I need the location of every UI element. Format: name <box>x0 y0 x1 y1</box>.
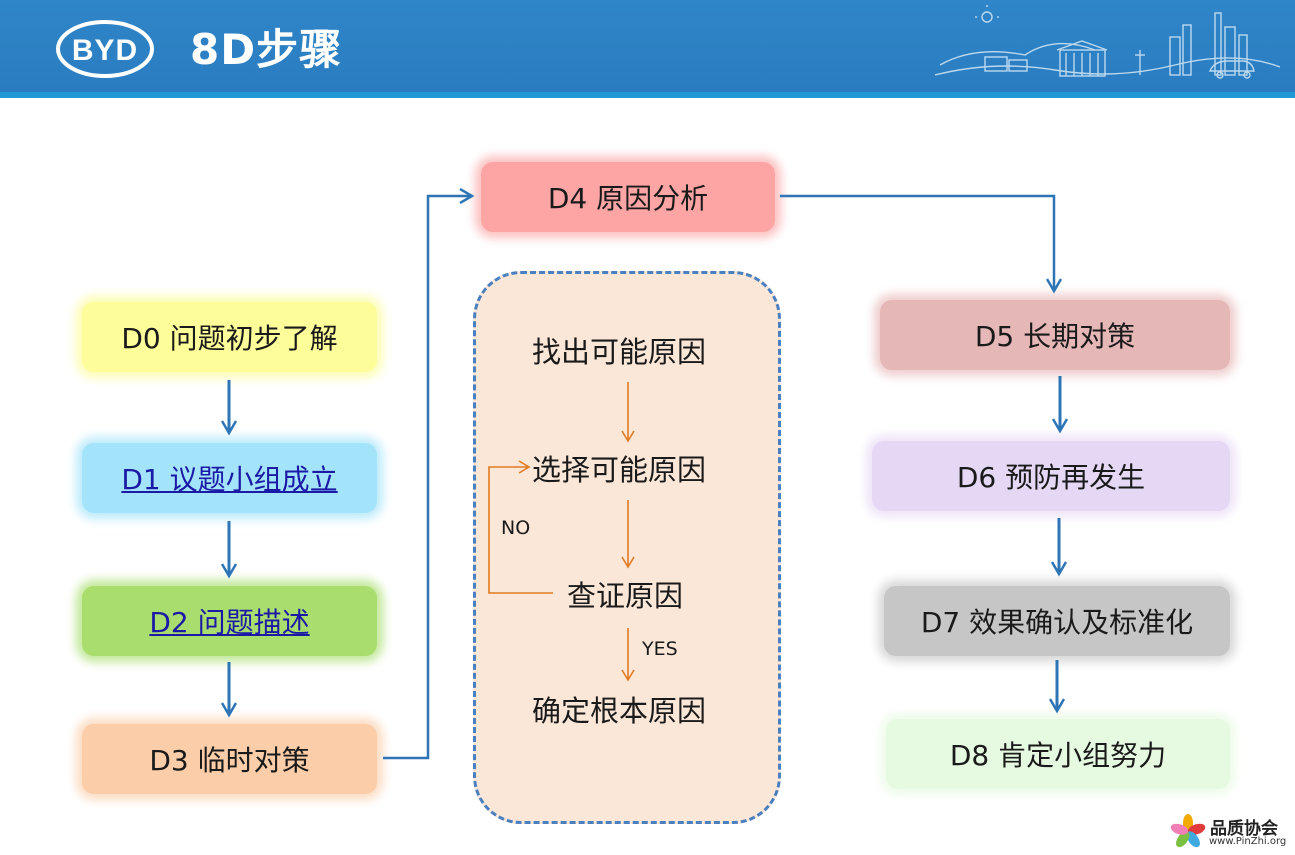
watermark-url: www.PinZhi.org <box>1209 836 1287 847</box>
step-d5-box: D5 长期对策 <box>880 300 1230 370</box>
step-d7-box: D7 效果确认及标准化 <box>884 586 1230 656</box>
step-d0-box: D0 问题初步了解 <box>82 302 377 372</box>
yes-branch-label: YES <box>642 638 678 660</box>
pinzhi-flower-icon <box>1170 814 1206 848</box>
step-d4-box: D4 原因分析 <box>481 162 775 232</box>
step-d6-box: D6 预防再发生 <box>872 441 1230 511</box>
header-underline <box>0 92 1295 98</box>
analysis-step-find-causes: 找出可能原因 <box>532 335 707 369</box>
step-d4-label: D4 原因分析 <box>547 182 709 215</box>
step-d5-label: D5 长期对策 <box>974 320 1136 353</box>
step-d8-box: D8 肯定小组努力 <box>886 719 1230 789</box>
step-d1-box[interactable]: D1 议题小组成立 <box>82 443 377 513</box>
cause-analysis-panel <box>473 271 781 824</box>
analysis-step-select-causes: 选择可能原因 <box>532 453 707 487</box>
step-d2-link[interactable]: D2 问题描述 <box>149 606 310 639</box>
step-d2-box[interactable]: D2 问题描述 <box>82 586 377 656</box>
step-d6-label: D6 预防再发生 <box>956 461 1146 494</box>
analysis-step-root-cause: 确定根本原因 <box>532 694 707 728</box>
watermark-title: 品质协会 <box>1210 819 1278 839</box>
step-d3-label: D3 临时对策 <box>149 744 310 777</box>
arrow-d4-d5 <box>780 194 1054 290</box>
step-d7-label: D7 效果确认及标准化 <box>920 606 1194 639</box>
step-d1-link[interactable]: D1 议题小组成立 <box>121 463 338 496</box>
no-branch-label: NO <box>501 517 531 539</box>
step-d8-label: D8 肯定小组努力 <box>949 739 1167 772</box>
step-d3-box: D3 临时对策 <box>82 724 377 794</box>
arrow-no-loop <box>488 460 553 594</box>
city-skyline-illustration <box>935 5 1280 79</box>
step-d0-label: D0 问题初步了解 <box>121 322 338 355</box>
byd-logo: BYD <box>56 20 154 78</box>
analysis-step-verify-cause: 查证原因 <box>567 579 684 613</box>
arrow-d3-d4 <box>383 196 471 760</box>
page-title: 8D步骤 <box>190 25 343 74</box>
logo-text: BYD <box>72 34 138 67</box>
